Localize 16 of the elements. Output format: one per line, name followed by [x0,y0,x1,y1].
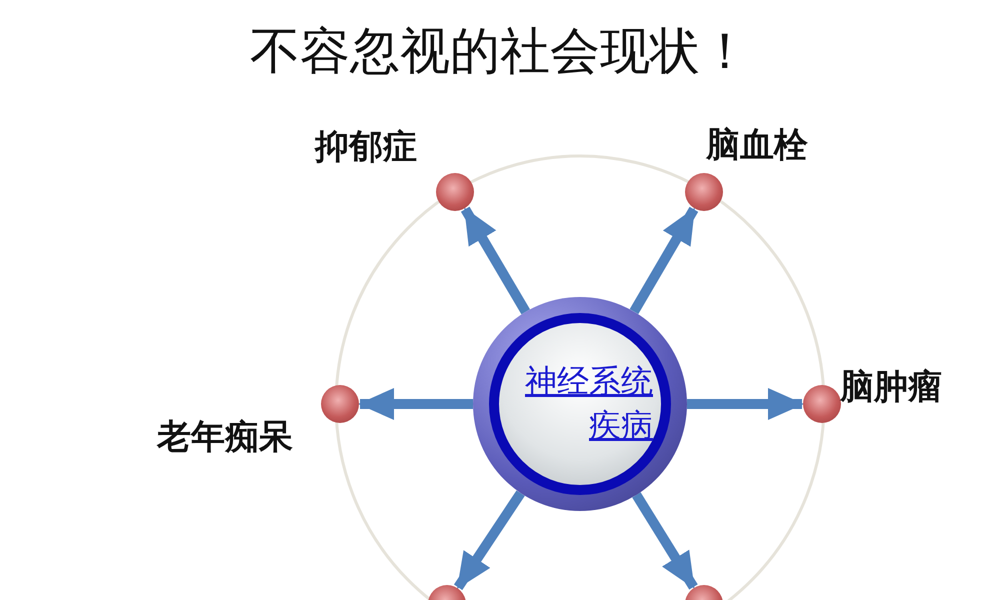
node-dot [436,173,474,211]
node-label: 老年痴呆 [157,416,293,459]
node-label: 脑肿瘤 [840,366,942,409]
node-dot [685,173,723,211]
arrow [632,492,698,590]
arrow [454,490,525,590]
arrow [358,388,473,420]
arrow [460,206,530,314]
node-dot [321,385,359,423]
arrow [687,388,804,420]
node-dot [803,385,841,423]
arrow [630,206,698,314]
node-label: 抑郁症 [315,126,417,169]
center-text: 神经系统疾病 [524,361,653,446]
title: 不容忽视的社会现状！ [249,21,751,82]
node-label: 脑血栓 [706,124,808,167]
